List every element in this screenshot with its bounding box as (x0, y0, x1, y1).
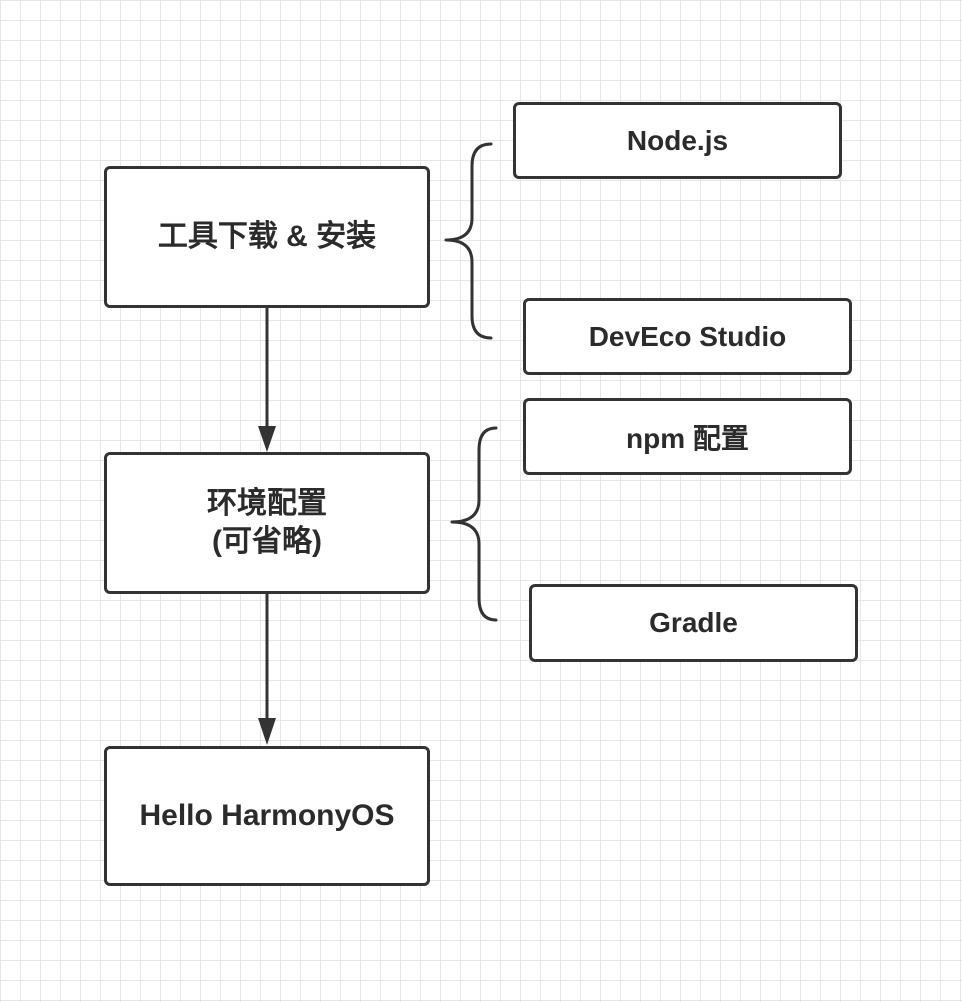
item-gradle-label: Gradle (649, 607, 738, 638)
step-tool-download-install-label: 工具下载 & 安装 (157, 220, 377, 253)
step-hello-harmonyos[interactable]: Hello HarmonyOS (104, 746, 430, 886)
item-nodejs-label: Node.js (626, 124, 729, 156)
step-hello-harmonyos-label: Hello HarmonyOS (139, 799, 395, 832)
item-gradle[interactable]: Gradle (529, 584, 858, 662)
brace-env-items (450, 426, 498, 622)
item-deveco-studio-label: DevEco Studio (588, 320, 787, 352)
brace-install-items (444, 142, 493, 340)
step-environment-config[interactable]: 环境配置 (可省略) (104, 452, 430, 594)
item-deveco-studio[interactable]: DevEco Studio (523, 298, 852, 375)
item-npm-config[interactable]: npm 配置 (523, 398, 852, 475)
arrow-install-to-env-head (258, 426, 276, 452)
step-tool-download-install[interactable]: 工具下载 & 安装 (104, 166, 430, 308)
arrow-env-to-hello-head (258, 718, 276, 745)
item-nodejs[interactable]: Node.js (513, 102, 842, 179)
step-environment-config-label: 环境配置 (可省略) (207, 487, 327, 558)
item-npm-config-label: npm 配置 (626, 422, 749, 454)
